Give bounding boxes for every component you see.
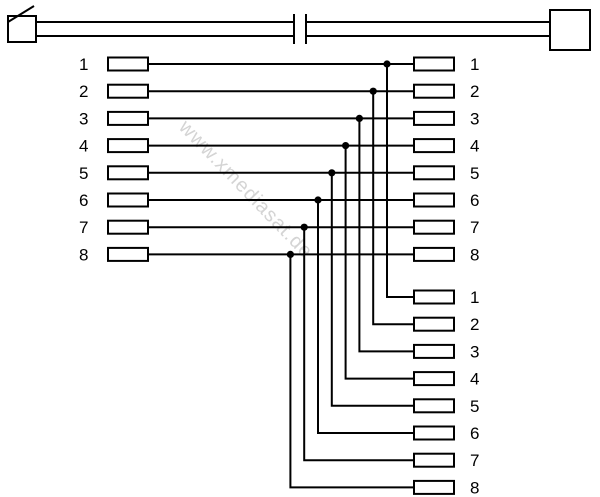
output-a-pin-label: 5 <box>470 164 479 183</box>
output-b-pin-label: 5 <box>470 397 479 416</box>
output-b-pin <box>413 479 455 495</box>
output-b-pin <box>413 425 455 441</box>
input-pin <box>107 246 149 262</box>
output-a-pin <box>413 110 455 126</box>
input-pin-label: 5 <box>79 164 88 183</box>
branch-wire <box>372 91 414 326</box>
branch-wire <box>330 172 414 407</box>
input-pin <box>107 165 149 181</box>
output-b-pins-group: 1 2 3 4 5 6 7 8 <box>413 288 479 497</box>
input-pin <box>107 192 149 208</box>
output-a-pin-label: 6 <box>470 191 479 210</box>
output-a-pin <box>413 246 455 262</box>
output-b-pin-label: 6 <box>470 424 479 443</box>
input-pin-label: 4 <box>79 137 88 156</box>
input-pin-label: 3 <box>79 109 88 128</box>
output-a-pin <box>413 83 455 99</box>
input-pin <box>107 56 149 72</box>
junction-dot <box>383 60 391 68</box>
watermark-text: www.xmediasat.de <box>174 115 317 262</box>
input-pin-label: 7 <box>79 218 88 237</box>
input-pins-group: 1 2 3 4 5 6 7 8 <box>79 55 149 264</box>
junction-dot <box>286 250 294 258</box>
output-a-pin <box>413 192 455 208</box>
output-b-pin-label: 1 <box>470 288 479 307</box>
input-pin-label: 8 <box>79 245 88 264</box>
input-pin <box>107 83 149 99</box>
output-b-pin-label: 8 <box>470 478 479 497</box>
connector-right-icon <box>549 9 591 51</box>
junction-dot <box>369 87 377 95</box>
plug-left-icon <box>7 5 44 43</box>
output-a-pin-label: 3 <box>470 109 479 128</box>
output-a-pin <box>413 56 455 72</box>
branch-wire <box>289 254 414 489</box>
output-a-pin <box>413 165 455 181</box>
input-pin <box>107 110 149 126</box>
output-a-pin-label: 4 <box>470 137 479 156</box>
branch-wire <box>358 118 414 353</box>
output-b-pin-label: 4 <box>470 370 479 389</box>
junction-dot <box>328 169 336 177</box>
output-b-pin-label: 3 <box>470 342 479 361</box>
input-pin-label: 6 <box>79 191 88 210</box>
output-a-pin-label: 2 <box>470 82 479 101</box>
junction-dot <box>314 196 322 204</box>
output-a-pin-label: 7 <box>470 218 479 237</box>
output-b-pin-label: 7 <box>470 451 479 470</box>
cable-assembly <box>7 5 591 51</box>
output-a-pin-label: 1 <box>470 55 479 74</box>
junctions-group <box>286 60 391 258</box>
output-b-pin <box>413 371 455 387</box>
junction-dot <box>342 142 350 150</box>
output-a-pin-label: 8 <box>470 245 479 264</box>
output-b-pin <box>413 343 455 359</box>
cable-break-icon <box>293 14 307 44</box>
input-pin <box>107 219 149 235</box>
output-a-pin <box>413 219 455 235</box>
output-b-pin <box>413 452 455 468</box>
junction-dot <box>300 223 308 231</box>
output-b-pin-label: 2 <box>470 315 479 334</box>
branch-wire <box>303 227 414 462</box>
input-pin-label: 2 <box>79 82 88 101</box>
output-b-pin <box>413 316 455 332</box>
output-a-pins-group: 1 2 3 4 5 6 7 8 <box>413 55 479 264</box>
input-pin-label: 1 <box>79 55 88 74</box>
output-b-pin <box>413 289 455 305</box>
output-a-pin <box>413 138 455 154</box>
branch-wire <box>386 64 414 298</box>
branch-wire <box>344 145 414 380</box>
junction-dot <box>355 114 363 122</box>
input-pin <box>107 138 149 154</box>
branch-wire <box>317 200 414 434</box>
output-b-pin <box>413 398 455 414</box>
